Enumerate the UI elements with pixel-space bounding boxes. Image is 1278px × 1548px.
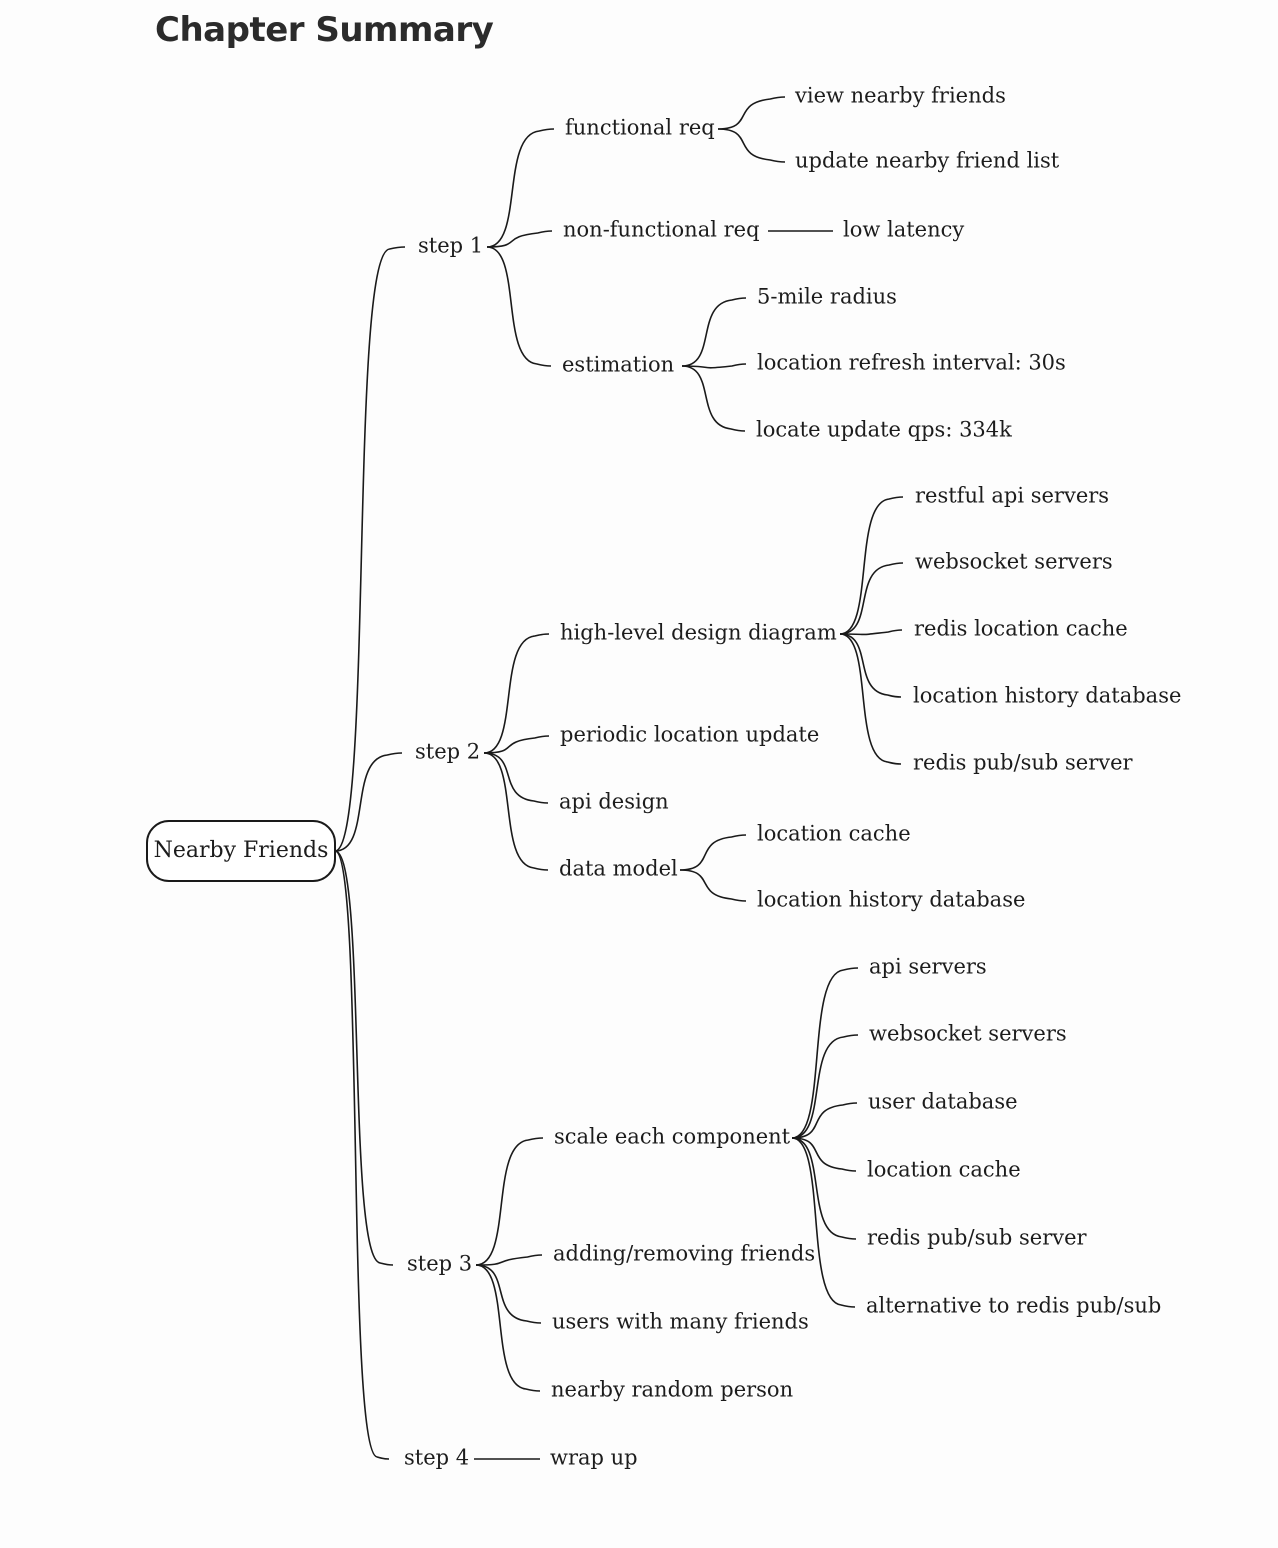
node-nearby-random-person: nearby random person — [551, 1378, 793, 1402]
leaf-websocket-servers: websocket servers — [869, 1022, 1067, 1046]
edge-root-to-step-2 — [334, 752, 403, 852]
leaf-locate-update-qps-334k: locate update qps: 334k — [756, 418, 1012, 442]
edge-scale-each-component-to-user-database — [791, 1102, 858, 1139]
edge-functional-req-to-view-nearby-friends — [717, 96, 786, 130]
edge-estimation-to-location-refresh-interval-30s — [681, 363, 747, 369]
edge-root-to-step-4 — [334, 850, 390, 1460]
leaf-location-cache: location cache — [757, 822, 911, 846]
root-node-label: Nearby Friends — [154, 838, 329, 863]
edge-scale-each-component-to-redis-pub-sub-server — [791, 1137, 857, 1240]
edge-root-to-step-1 — [334, 246, 406, 852]
edge-scale-each-component-to-websocket-servers — [791, 1034, 859, 1139]
edge-scale-each-component-to-alternative-to-redis-pub-sub — [791, 1137, 856, 1308]
node-step-3: step 3 — [407, 1252, 472, 1276]
node-users-with-many-friends: users with many friends — [552, 1310, 809, 1334]
node-wrap-up: wrap up — [550, 1446, 638, 1470]
leaf-location-history-database: location history database — [913, 684, 1181, 708]
node-high-level-design-diagram: high-level design diagram — [560, 621, 837, 645]
edge-scale-each-component-to-location-cache — [791, 1137, 857, 1172]
node-data-model: data model — [559, 857, 678, 881]
edge-high-level-design-diagram-to-restful-api-servers — [839, 496, 904, 635]
edge-root-to-step-3 — [334, 850, 394, 1266]
node-estimation: estimation — [562, 353, 674, 377]
node-periodic-location-update: periodic location update — [560, 723, 819, 747]
edge-step-1-to-non-functional-req — [486, 230, 553, 248]
edge-high-level-design-diagram-to-location-history-database — [839, 633, 902, 698]
node-scale-each-component: scale each component — [554, 1125, 791, 1149]
leaf-restful-api-servers: restful api servers — [915, 484, 1109, 508]
edge-step-2-to-api-design — [483, 752, 549, 804]
edge-estimation-to-5-mile-radius — [681, 297, 747, 367]
leaf-location-refresh-interval-30s: location refresh interval: 30s — [757, 351, 1066, 375]
node-step-1: step 1 — [418, 234, 483, 258]
leaf-redis-pub-sub-server: redis pub/sub server — [913, 751, 1134, 775]
leaf-view-nearby-friends: view nearby friends — [794, 84, 1006, 108]
leaf-websocket-servers: websocket servers — [915, 550, 1113, 574]
node-step-2: step 2 — [415, 740, 480, 764]
edge-high-level-design-diagram-to-websocket-servers — [839, 562, 904, 635]
edge-step-1-to-estimation — [486, 246, 552, 367]
edge-high-level-design-diagram-to-redis-location-cache — [839, 629, 903, 636]
leaf-5-mile-radius: 5-mile radius — [757, 285, 897, 309]
node-functional-req: functional req — [565, 116, 715, 140]
leaf-location-cache: location cache — [867, 1158, 1021, 1182]
leaf-api-servers: api servers — [869, 955, 987, 979]
leaf-location-history-database: location history database — [757, 888, 1025, 912]
node-adding-removing-friends: adding/removing friends — [553, 1242, 815, 1266]
node-step-4: step 4 — [404, 1446, 469, 1470]
leaf-redis-location-cache: redis location cache — [914, 617, 1128, 641]
leaf-low-latency: low latency — [843, 218, 964, 242]
edge-step-3-to-adding-removing-friends — [475, 1254, 543, 1266]
edge-step-2-to-periodic-location-update — [483, 735, 550, 754]
edge-scale-each-component-to-api-servers — [791, 967, 859, 1139]
edge-data-model-to-location-cache — [679, 834, 747, 871]
edge-step-2-to-high-level-design-diagram — [483, 633, 550, 754]
node-api-design: api design — [559, 790, 669, 814]
leaf-user-database: user database — [868, 1090, 1018, 1114]
edge-high-level-design-diagram-to-redis-pub-sub-server — [839, 633, 902, 765]
edge-functional-req-to-update-nearby-friend-list — [717, 128, 786, 163]
edge-step-3-to-scale-each-component — [475, 1137, 544, 1266]
edge-estimation-to-locate-update-qps-334k — [681, 365, 746, 432]
leaf-update-nearby-friend-list: update nearby friend list — [795, 149, 1060, 173]
leaf-alternative-to-redis-pub-sub: alternative to redis pub/sub — [866, 1294, 1161, 1318]
edge-step-1-to-functional-req — [486, 128, 555, 248]
edge-data-model-to-location-history-database — [679, 869, 747, 902]
edge-step-3-to-users-with-many-friends — [475, 1264, 542, 1324]
edge-step-3-to-nearby-random-person — [475, 1264, 541, 1392]
leaf-redis-pub-sub-server: redis pub/sub server — [867, 1226, 1088, 1250]
node-non-functional-req: non-functional req — [563, 218, 760, 242]
edge-step-2-to-data-model — [483, 752, 549, 871]
page-title: Chapter Summary — [155, 10, 494, 50]
